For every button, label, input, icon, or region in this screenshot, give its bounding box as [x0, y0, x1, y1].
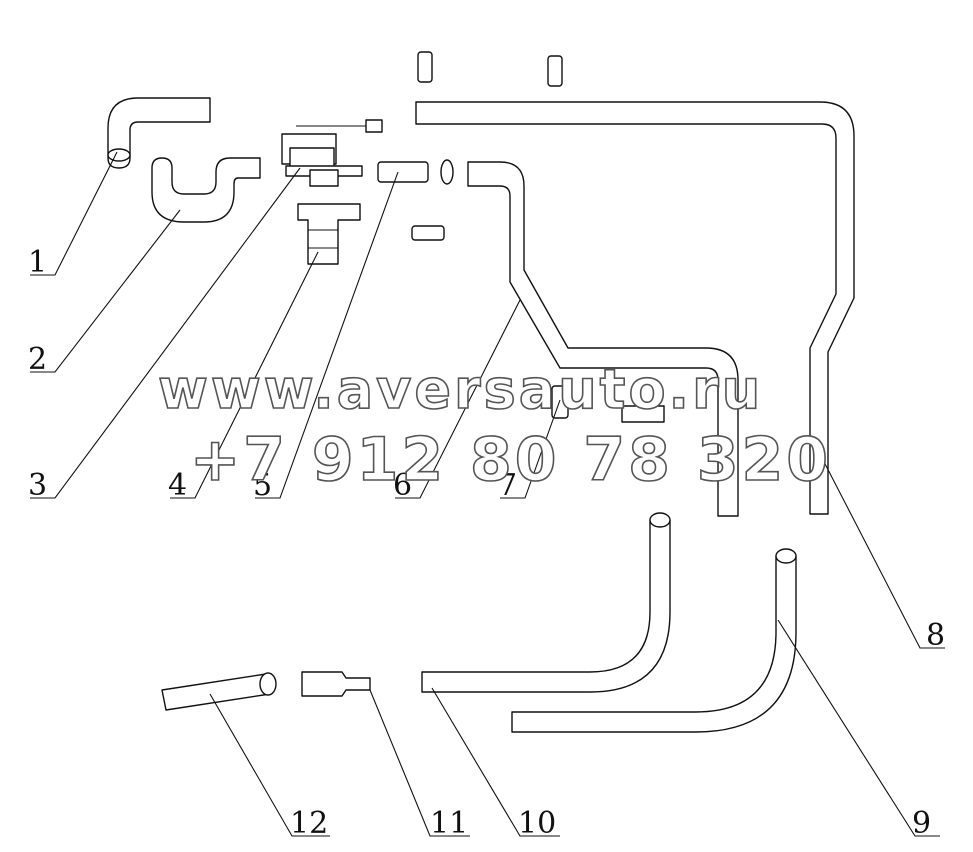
- part-11-adapter: [301, 671, 371, 697]
- leader-5: [255, 171, 399, 499]
- part-9-curved-hose: [511, 548, 797, 733]
- part-6-bent-pipe: [467, 161, 739, 517]
- callout-10: 10: [518, 806, 556, 841]
- callout-7: 7: [498, 468, 517, 503]
- callout-5: 5: [253, 468, 272, 503]
- callout-1: 1: [28, 245, 47, 280]
- part-12-tube: [161, 672, 277, 711]
- part-8-long-rod: [415, 101, 855, 515]
- watermark-site: www.aversauto.ru: [158, 358, 763, 421]
- callout-12: 12: [290, 806, 328, 841]
- leader-1: [30, 151, 118, 276]
- leader-12: [209, 693, 330, 837]
- watermark-phone: +7 912 80 78 320: [190, 425, 831, 495]
- leader-4: [170, 251, 319, 499]
- callout-2: 2: [28, 342, 47, 377]
- leader-7: [500, 399, 561, 499]
- part-4-bracket: [297, 203, 361, 265]
- leader-6: [395, 299, 521, 499]
- callout-11: 11: [430, 806, 468, 841]
- leader-11: [369, 689, 470, 837]
- leader-2: [30, 209, 181, 373]
- part-2-s-hose: [151, 157, 261, 223]
- callout-9: 9: [912, 806, 931, 841]
- part-1-elbow-hose: [107, 97, 211, 169]
- bolts: [417, 51, 563, 87]
- callout-3: 3: [28, 468, 47, 503]
- leader-9: [777, 619, 940, 837]
- leader-8: [821, 457, 945, 649]
- leader-lines: [30, 151, 945, 837]
- part-5-sleeve: [377, 159, 454, 241]
- callout-labels: 1 2 3 4 5 6 7 8 9 10 11 12: [28, 245, 945, 841]
- watermark: www.aversauto.ru +7 912 80 78 320: [157, 357, 831, 496]
- leader-10: [431, 687, 560, 837]
- part-10-curved-hose: [421, 512, 671, 693]
- callout-4: 4: [168, 468, 187, 503]
- callout-8: 8: [926, 618, 945, 653]
- callout-6: 6: [393, 468, 412, 503]
- leader-3: [30, 167, 301, 499]
- part-3-valve: [281, 119, 383, 187]
